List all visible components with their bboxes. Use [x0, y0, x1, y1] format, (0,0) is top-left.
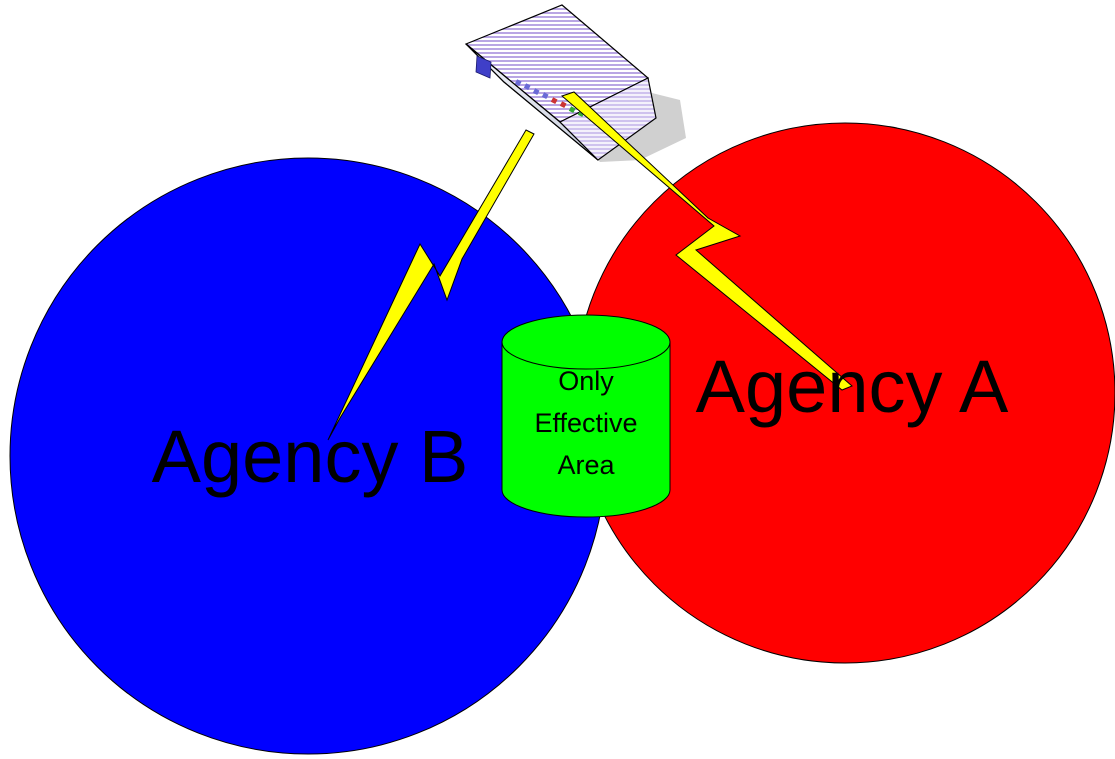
overlap-label-line-2: Effective [534, 408, 637, 438]
overlap-cylinder [501, 314, 671, 518]
overlap-label-line-3: Area [557, 450, 615, 480]
lightning-link-a [561, 91, 853, 391]
agency-a-label: Agency A [696, 345, 1009, 428]
lightning-link-b [327, 129, 535, 441]
network-switch-icon [464, 4, 686, 162]
overlap-label-line-1: Only [558, 366, 614, 396]
agency-b-label: Agency B [152, 415, 469, 498]
